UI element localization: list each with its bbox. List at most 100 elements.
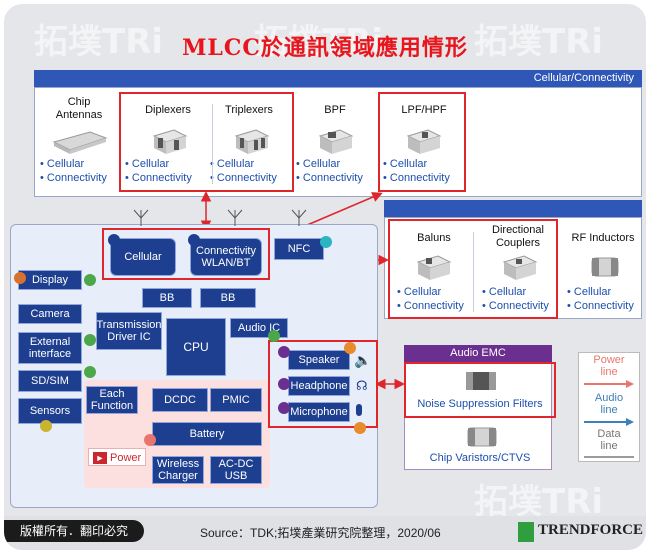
app-item: Cellular bbox=[567, 285, 634, 299]
watermark: 拓墣TRi bbox=[34, 22, 164, 62]
connector-dot bbox=[84, 366, 96, 378]
rf-inductor-image bbox=[591, 257, 619, 277]
app-item: Cellular bbox=[482, 285, 549, 299]
power-label-box: ►Power bbox=[88, 448, 146, 466]
bb-module: BB bbox=[142, 288, 192, 308]
noise-filter-image bbox=[466, 372, 496, 390]
diplexer-image bbox=[152, 129, 188, 154]
app-item: Connectivity bbox=[125, 171, 192, 185]
power-label: Power bbox=[110, 452, 142, 464]
copyright-badge: 版權所有．翻印必究 bbox=[4, 520, 145, 542]
app-item: Cellular bbox=[125, 157, 192, 171]
connector-dot bbox=[14, 272, 26, 284]
highlight-box bbox=[378, 92, 466, 192]
cellular-connectivity-bar: Cellular/Connectivity bbox=[34, 70, 642, 87]
highlight-box bbox=[404, 362, 556, 418]
component-name: BPF bbox=[324, 104, 346, 116]
balun-image bbox=[416, 255, 452, 280]
source-text: Source：TDK;拓墣產業研究院整理，2020/06 bbox=[200, 526, 441, 540]
bpf-image bbox=[318, 129, 354, 154]
speaker-icon: 🔈 bbox=[354, 352, 372, 368]
connector-dot bbox=[108, 234, 120, 246]
divider bbox=[212, 104, 213, 184]
app-item: Connectivity bbox=[383, 171, 450, 185]
connector-dot bbox=[320, 236, 332, 248]
dcdc-module: DCDC bbox=[152, 388, 208, 412]
highlight-box bbox=[102, 228, 270, 280]
legend-data-line bbox=[584, 456, 634, 458]
varistor-label: Chip Varistors/CTVS bbox=[429, 452, 531, 464]
component-name: Chip Antennas bbox=[55, 96, 103, 121]
connector-dot bbox=[354, 422, 366, 434]
component-name: Directional Couplers bbox=[492, 224, 544, 249]
app-item: Connectivity bbox=[296, 171, 363, 185]
brand-name: TRENDFORCE bbox=[538, 522, 644, 538]
chip-antenna-image bbox=[52, 131, 108, 154]
coupler-image bbox=[502, 255, 538, 280]
triplexer-image bbox=[234, 129, 270, 154]
microphone-module: Microphone bbox=[288, 402, 350, 422]
connector-dot bbox=[268, 330, 280, 342]
app-item: Cellular bbox=[397, 285, 464, 299]
infographic-frame: 拓墣TRi 拓墣TRi 拓墣TRi 拓墣TRi 拓墣TRi MLCC於通訊領域應… bbox=[4, 4, 646, 550]
legend-audio-line bbox=[584, 418, 634, 426]
camera-module: Camera bbox=[18, 304, 82, 324]
connector-dot bbox=[344, 342, 356, 354]
connector-dot bbox=[84, 274, 96, 286]
antenna-icon bbox=[291, 209, 307, 226]
lpf-hpf-image bbox=[406, 129, 442, 154]
component-name: Baluns bbox=[417, 232, 451, 244]
app-item: Connectivity bbox=[397, 299, 464, 313]
antenna-icon bbox=[133, 209, 149, 226]
sensors-module: Sensors bbox=[18, 398, 82, 424]
watermark: 拓墣TRi bbox=[474, 482, 604, 522]
connector-dot bbox=[278, 402, 290, 414]
watermark: 拓墣TRi bbox=[474, 22, 604, 62]
cpu: CPU bbox=[166, 318, 226, 376]
connector-dot bbox=[278, 378, 290, 390]
app-item: Cellular bbox=[383, 157, 450, 171]
trendforce-logo-icon bbox=[518, 522, 534, 542]
audio-emc-bar: Audio EMC bbox=[404, 345, 552, 362]
app-item: Connectivity bbox=[210, 171, 277, 185]
connector-dot bbox=[84, 334, 96, 346]
mid-panel-bar bbox=[384, 200, 642, 217]
app-item: Connectivity bbox=[482, 299, 549, 313]
component-name: LPF/HPF bbox=[401, 104, 447, 116]
page-title: MLCC於通訊領域應用情形 bbox=[182, 35, 468, 61]
connectivity-module: Connectivity WLAN/BT bbox=[190, 238, 262, 276]
headphone-module: Headphone bbox=[288, 376, 350, 396]
cellular-module: Cellular bbox=[110, 238, 176, 276]
microphone-icon bbox=[356, 404, 362, 416]
app-item: Cellular bbox=[296, 157, 363, 171]
legend-audio-label: Audio line bbox=[594, 392, 624, 416]
speaker-module: Speaker bbox=[288, 350, 350, 370]
legend-power-label: Power line bbox=[593, 354, 625, 378]
highlight-box bbox=[388, 219, 558, 319]
noise-filter-label: Noise Suppression Filters bbox=[417, 398, 543, 410]
app-item: Connectivity bbox=[40, 171, 107, 185]
legend bbox=[578, 352, 640, 462]
antenna-icon bbox=[227, 209, 243, 226]
legend-data-label: Data line bbox=[597, 428, 621, 452]
transmission-driver-ic: Transmission Driver IC bbox=[96, 312, 162, 350]
each-function-module: Each Function bbox=[86, 386, 138, 414]
connector-dot bbox=[188, 234, 200, 246]
wireless-charger: Wireless Charger bbox=[152, 456, 204, 484]
app-item: Cellular bbox=[210, 157, 277, 171]
connector-dot bbox=[144, 434, 156, 446]
connector-dot bbox=[40, 420, 52, 432]
varistor-image bbox=[467, 427, 497, 447]
sd-sim-module: SD/SIM bbox=[18, 370, 82, 392]
ac-dc-usb: AC-DC USB bbox=[210, 456, 262, 484]
bb-module: BB bbox=[200, 288, 256, 308]
app-item: Cellular bbox=[40, 157, 107, 171]
headphone-icon: ☊ bbox=[356, 378, 368, 393]
